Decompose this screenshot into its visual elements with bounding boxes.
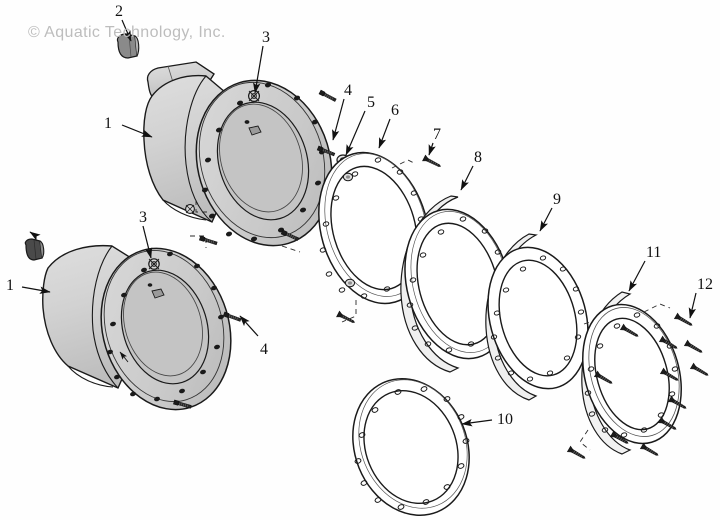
callout-number-11: 11 — [646, 244, 662, 261]
lower-housing-flange — [100, 247, 232, 411]
leader-line-10 — [461, 418, 493, 427]
gasket-screw-7-2 — [336, 310, 357, 326]
upper-housing-flange — [195, 79, 333, 247]
callout-number-9: 9 — [553, 191, 561, 208]
leader-line-12 — [688, 292, 697, 319]
callout-number-4: 4 — [344, 82, 352, 99]
callout-number-3: 3 — [262, 29, 270, 46]
leader-line-3 — [253, 45, 264, 94]
pipe-plug-upper — [116, 33, 140, 59]
leader-line-2 — [121, 19, 132, 42]
watermark-text: © Aquatic Technology, Inc. — [28, 24, 226, 41]
front-face-ring-11 — [579, 291, 682, 455]
leader-line-1 — [121, 124, 153, 138]
callout-number-10: 10 — [497, 411, 513, 428]
callout-leader-lines — [21, 19, 697, 427]
callout-number-8: 8 — [474, 149, 482, 166]
conduit-fitting-upper — [248, 89, 261, 102]
leader-line-6 — [378, 118, 391, 149]
gasket-screw-7-1 — [422, 154, 443, 170]
leader-line-4 — [332, 98, 345, 141]
leader-line-9 — [539, 207, 553, 232]
leader-line-4 — [239, 315, 259, 337]
leader-line-11 — [628, 260, 646, 292]
leader-line-3 — [142, 225, 153, 259]
callout-number-7: 7 — [433, 126, 441, 143]
ring-10-holes — [354, 386, 470, 510]
callout-number-3: 3 — [139, 209, 147, 226]
leader-line-7 — [428, 142, 436, 156]
callout-number-1: 1 — [6, 277, 14, 294]
retainer-ring-9 — [485, 233, 603, 401]
lower-flange-detail-arrows — [119, 351, 129, 363]
backing-gasket-ring-10 — [352, 378, 470, 516]
upper-alignment-guides — [190, 200, 301, 253]
flange-bolt-upper-1 — [318, 89, 337, 103]
leader-line-5 — [345, 110, 366, 156]
lower-flange-bolt-holes — [107, 251, 224, 402]
pipe-plug-lower — [24, 231, 45, 261]
callout-number-5: 5 — [367, 94, 375, 111]
callout-number-6: 6 — [391, 102, 399, 119]
callout-number-1: 1 — [104, 115, 112, 132]
upper-flange-bolt-holes — [201, 82, 326, 242]
ring-9-holes — [490, 255, 585, 382]
callout-number-2: 2 — [115, 3, 123, 20]
conduit-fitting-upper-secondary — [185, 204, 195, 214]
callout-number-4: 4 — [260, 341, 268, 358]
upper-housing-assembly — [143, 61, 333, 253]
leader-line-1 — [21, 286, 51, 294]
flange-bolt-upper-3 — [199, 235, 218, 246]
conduit-fitting-lower — [148, 258, 160, 270]
callout-number-12: 12 — [697, 276, 713, 293]
clamping-face-ring-8 — [400, 195, 512, 373]
lower-housing-assembly — [42, 244, 232, 411]
leader-line-8 — [460, 165, 474, 191]
